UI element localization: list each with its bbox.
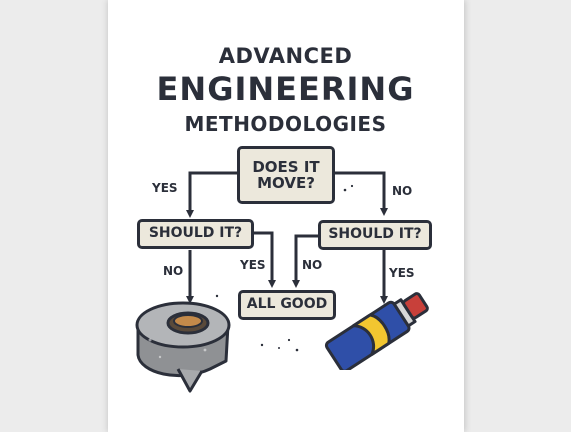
label-yes-mid: YES <box>240 258 266 272</box>
title-line-3: METHODOLOGIES <box>184 112 387 136</box>
label-no-left: NO <box>163 264 184 278</box>
title-line-1: ADVANCED <box>218 44 353 68</box>
edge-left-yes <box>253 231 276 288</box>
node-all-good: ALL GOOD <box>238 290 336 320</box>
node-should-it-right: SHOULD IT? <box>318 220 432 250</box>
edge-start-no <box>335 171 388 216</box>
lubricant-spray-can-icon <box>324 292 429 370</box>
edge-right-no <box>292 234 319 288</box>
label-yes-right: YES <box>389 266 415 280</box>
label-no-top: NO <box>392 184 413 198</box>
label-yes-top: YES <box>152 181 178 195</box>
node-does-it-move: DOES IT MOVE? <box>237 146 335 204</box>
duct-tape-roll-icon <box>135 301 231 393</box>
edge-start-yes <box>186 171 238 218</box>
title-line-2: ENGINEERING <box>156 70 415 108</box>
label-no-mid: NO <box>302 258 323 272</box>
node-should-it-left: SHOULD IT? <box>137 219 254 249</box>
